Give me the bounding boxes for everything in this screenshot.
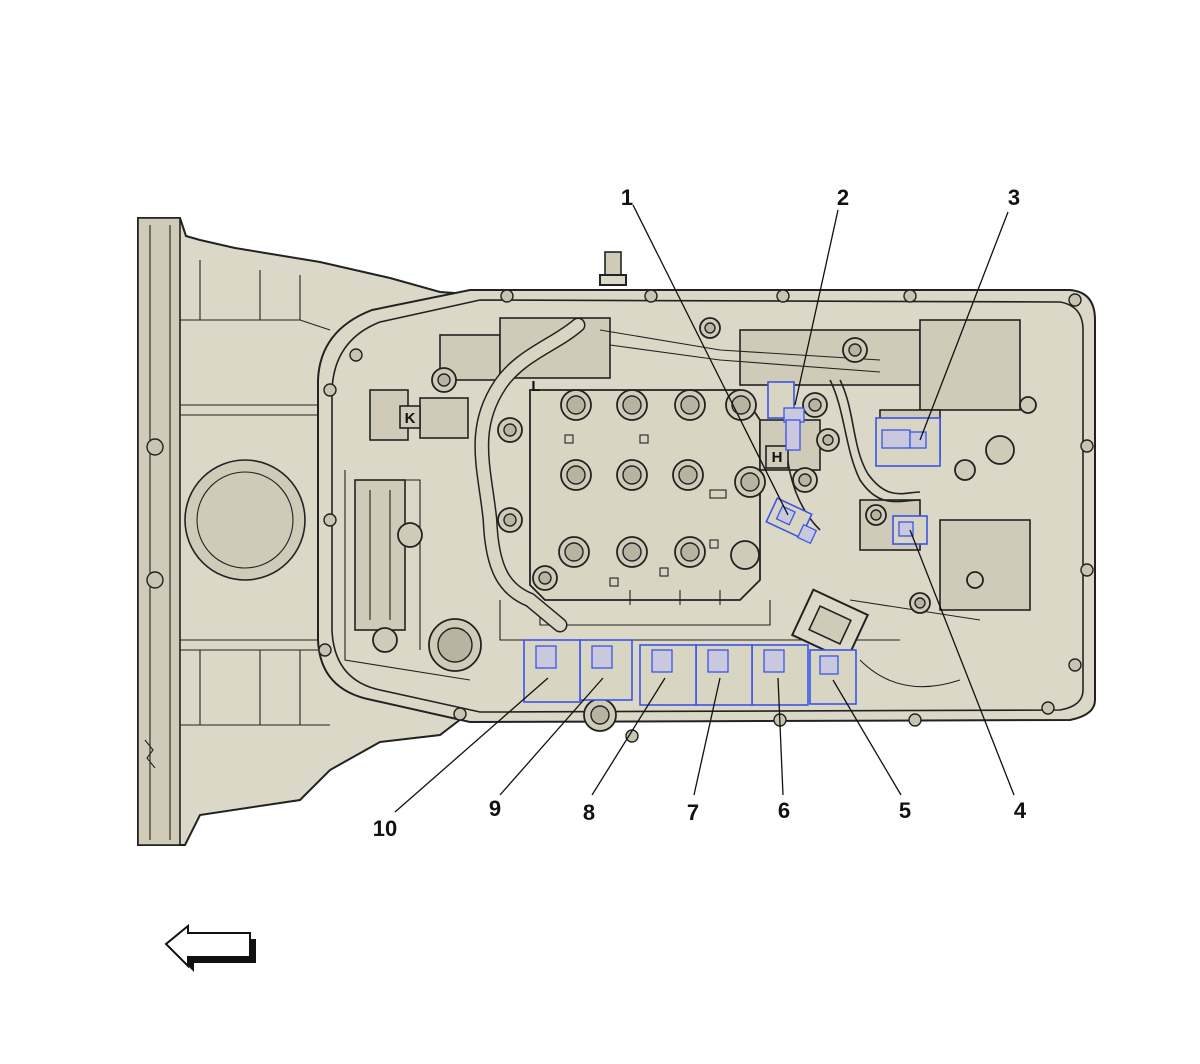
part-letter-k: K [399,405,421,429]
callout-5: 5 [899,798,911,823]
leader-line-9 [499,677,604,796]
valve-body-bolts [431,317,931,732]
solenoid-5 [809,649,857,705]
callout-7: 7 [687,800,699,825]
part-letter-h: H [765,445,789,469]
solenoid-10 [523,639,581,703]
solenoid-3 [875,417,941,467]
solenoid-6 [751,644,809,706]
wiring-harness [474,317,921,633]
svg-text:L: L [531,378,540,395]
solenoid-7 [695,644,753,706]
leader-lines [394,204,1015,813]
leader-line-3 [919,211,1009,441]
leader-line-7 [693,677,721,796]
solenoid-9 [579,639,633,701]
callout-2: 2 [837,185,849,210]
svg-text:H: H [772,449,783,466]
leader-line-8 [591,677,666,796]
callout-3: 3 [1008,185,1020,210]
leader-line-10 [394,677,549,813]
solenoid-1 [765,497,818,545]
solenoid-2 [767,381,805,451]
svg-text:K: K [405,410,416,427]
arrow-left-icon [164,923,256,972]
callout-8: 8 [583,800,595,825]
leader-line-2 [794,209,839,406]
leader-line-6 [777,677,784,796]
leader-line-1 [632,204,789,516]
callouts: 1 2 3 4 5 6 7 8 9 10 [373,185,1027,841]
solenoid-8 [639,644,697,706]
callout-10: 10 [373,816,397,841]
transmission-housing [137,217,501,846]
leader-line-5 [832,679,902,796]
leader-line-4 [909,529,1015,796]
callout-9: 9 [489,796,501,821]
part-letter-l: L [531,378,540,395]
callout-6: 6 [778,798,790,823]
callout-4: 4 [1014,798,1027,823]
callout-1: 1 [621,185,633,210]
